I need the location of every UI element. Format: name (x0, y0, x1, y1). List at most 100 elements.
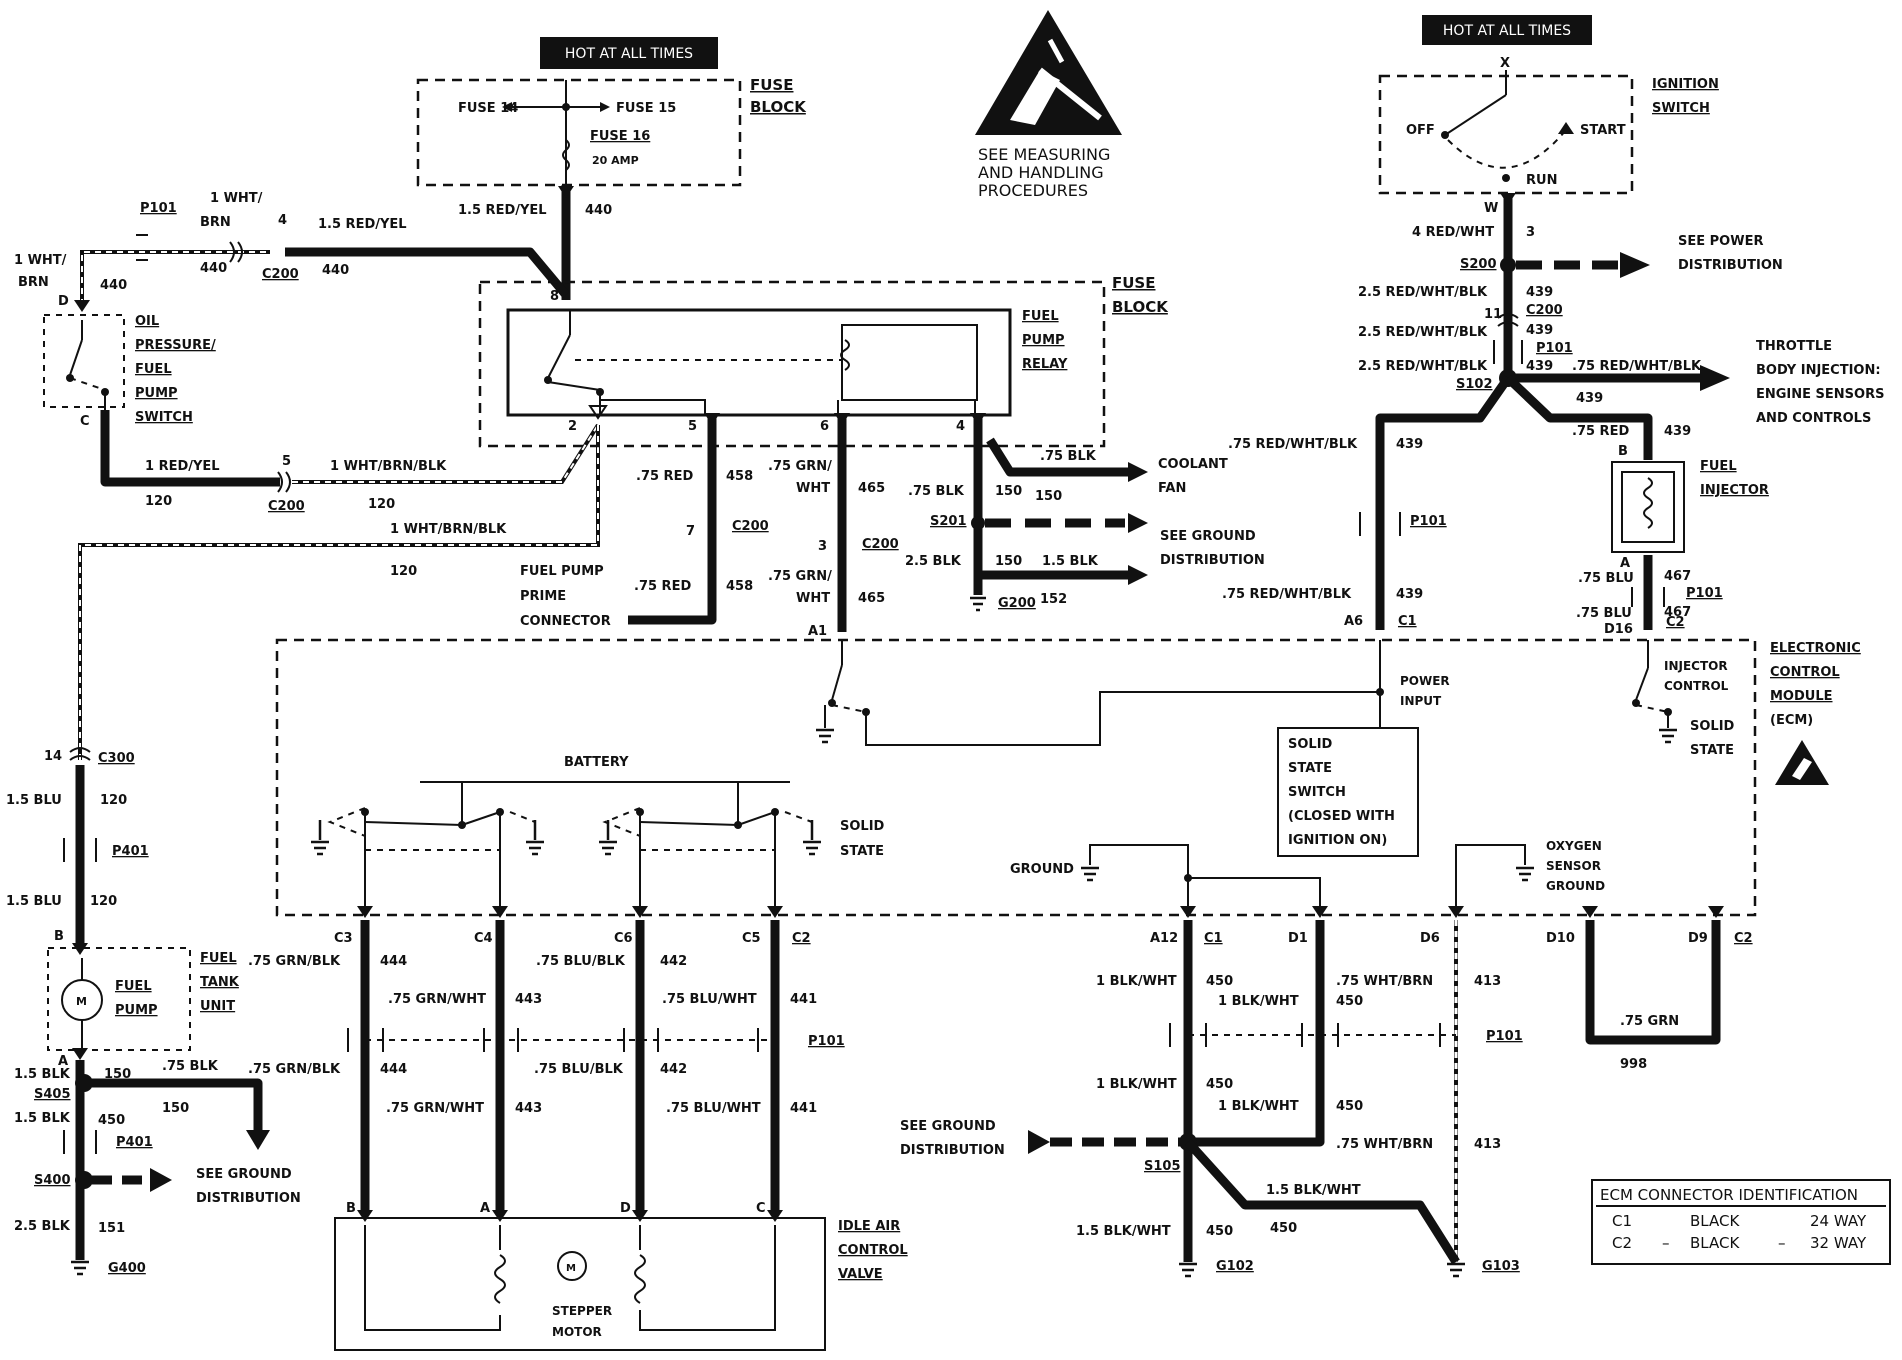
svg-text:8: 8 (550, 289, 559, 304)
ecm-module: ELECTRONIC CONTROL MODULE (ECM) (275, 638, 1861, 917)
svg-text:MODULE: MODULE (1770, 689, 1833, 704)
svg-text:P101: P101 (1410, 514, 1447, 529)
svg-text:442: 442 (660, 954, 687, 969)
svg-text:6: 6 (820, 419, 829, 434)
svg-text:P101: P101 (1486, 1029, 1523, 1044)
ecm-connector-legend: ECM CONNECTOR IDENTIFICATION C1 BLACK 24… (1591, 1179, 1891, 1265)
svg-text:1 BLK/WHT: 1 BLK/WHT (1218, 994, 1299, 1009)
svg-text:442: 442 (660, 1062, 687, 1077)
battery-label: BATTERY (564, 755, 629, 770)
svg-text:465: 465 (858, 591, 885, 606)
svg-text:.75 RED/WHT/BLK: .75 RED/WHT/BLK (1572, 359, 1702, 374)
svg-text:1.5 RED/YEL: 1.5 RED/YEL (458, 203, 547, 218)
fuel-pump-prime-connector: FUEL PUMP PRIME CONNECTOR (520, 564, 611, 629)
svg-text:FUEL: FUEL (200, 951, 237, 966)
svg-text:PUMP: PUMP (1022, 333, 1065, 348)
svg-text:STEPPER: STEPPER (552, 1304, 612, 1318)
svg-text:D9: D9 (1688, 931, 1708, 946)
svg-text:X: X (1500, 56, 1510, 71)
svg-text:5: 5 (282, 454, 291, 469)
svg-text:A12: A12 (1150, 931, 1178, 946)
svg-text:3: 3 (818, 539, 827, 554)
svg-text:WHT: WHT (796, 591, 830, 606)
svg-text:B: B (346, 1201, 356, 1216)
svg-text:3: 3 (1526, 225, 1535, 240)
svg-text:467: 467 (1664, 605, 1691, 620)
svg-text:SEE MEASURING: SEE MEASURING (978, 145, 1110, 164)
ground-g102: G102 (1179, 1259, 1254, 1278)
svg-text:1.5 BLU: 1.5 BLU (6, 894, 62, 909)
svg-text:C6: C6 (614, 931, 633, 946)
svg-text:A1: A1 (808, 624, 827, 639)
svg-text:.75 GRN/WHT: .75 GRN/WHT (388, 992, 486, 1007)
svg-text:(ECM): (ECM) (1770, 713, 1813, 728)
fuse15-label: FUSE 15 (616, 101, 676, 116)
svg-text:450: 450 (1336, 1099, 1363, 1114)
svg-text:4: 4 (956, 419, 965, 434)
svg-text:BRN: BRN (200, 215, 231, 230)
svg-text:IGNITION: IGNITION (1652, 77, 1719, 92)
svg-text:440: 440 (200, 261, 227, 276)
svg-text:SWITCH: SWITCH (1288, 785, 1346, 800)
svg-text:.75 BLK: .75 BLK (1040, 449, 1097, 464)
svg-text:2.5 BLK: 2.5 BLK (905, 554, 962, 569)
measuring-note: SEE MEASURING AND HANDLING PROCEDURES (978, 145, 1110, 200)
svg-text:COOLANT: COOLANT (1158, 457, 1228, 472)
svg-text:ENGINE SENSORS: ENGINE SENSORS (1756, 387, 1884, 402)
svg-text:W: W (1484, 201, 1498, 216)
svg-text:D6: D6 (1420, 931, 1440, 946)
svg-text:DISTRIBUTION: DISTRIBUTION (900, 1143, 1005, 1158)
svg-text:GROUND: GROUND (1010, 862, 1074, 877)
svg-text:IDLE AIR: IDLE AIR (838, 1219, 900, 1234)
svg-text:G400: G400 (108, 1261, 146, 1276)
svg-text:413: 413 (1474, 974, 1501, 989)
svg-text:SEE GROUND: SEE GROUND (900, 1119, 996, 1134)
svg-text:450: 450 (1206, 1077, 1233, 1092)
svg-text:150: 150 (104, 1067, 131, 1082)
svg-text:P401: P401 (112, 844, 149, 859)
svg-text:.75 RED: .75 RED (634, 579, 691, 594)
svg-text:OXYGEN: OXYGEN (1546, 839, 1602, 853)
idle-air-control-valve: M B A D C IDLE AIR CONTROL VALVE STEPPER… (334, 1201, 908, 1351)
svg-text:D16: D16 (1604, 622, 1633, 637)
svg-text:439: 439 (1526, 359, 1553, 374)
svg-text:P101: P101 (808, 1034, 845, 1049)
svg-text:2.5 RED/WHT/BLK: 2.5 RED/WHT/BLK (1358, 285, 1488, 300)
svg-text:150: 150 (162, 1101, 189, 1116)
svg-text:.75 BLU: .75 BLU (1578, 571, 1634, 586)
svg-text:151: 151 (98, 1221, 125, 1236)
svg-text:SWITCH: SWITCH (135, 410, 193, 425)
see-ground-distribution-2: SEE GROUND DISTRIBUTION (196, 1167, 301, 1206)
svg-text:SOLID: SOLID (840, 819, 885, 834)
svg-text:TANK: TANK (200, 975, 240, 990)
svg-text:.75 GRN: .75 GRN (1620, 1014, 1679, 1029)
svg-text:A: A (58, 1054, 68, 1069)
svg-text:444: 444 (380, 954, 407, 969)
svg-text:120: 120 (100, 793, 127, 808)
svg-text:HOT AT ALL TIMES: HOT AT ALL TIMES (1443, 23, 1571, 39)
svg-text:458: 458 (726, 579, 753, 594)
svg-text:STATE: STATE (1288, 761, 1332, 776)
svg-text:MOTOR: MOTOR (552, 1325, 602, 1339)
svg-text:CONTROL: CONTROL (1770, 665, 1840, 680)
svg-text:START: START (1580, 123, 1626, 138)
svg-text:1 WHT/BRN/BLK: 1 WHT/BRN/BLK (390, 522, 507, 537)
svg-text:D1: D1 (1288, 931, 1308, 946)
svg-text:.75 BLU/BLK: .75 BLU/BLK (536, 954, 626, 969)
svg-text:BLACK: BLACK (1690, 1234, 1740, 1252)
svg-text:ELECTRONIC: ELECTRONIC (1770, 641, 1861, 656)
svg-text:1 RED/YEL: 1 RED/YEL (145, 459, 220, 474)
svg-text:–: – (1778, 1234, 1786, 1252)
svg-text:POWER: POWER (1400, 674, 1450, 688)
svg-text:443: 443 (515, 1101, 542, 1116)
svg-text:DISTRIBUTION: DISTRIBUTION (1678, 258, 1783, 273)
svg-text:SOLID: SOLID (1288, 737, 1333, 752)
svg-text:120: 120 (145, 494, 172, 509)
see-power-distribution: SEE POWER DISTRIBUTION (1678, 234, 1783, 273)
svg-text:D: D (58, 294, 69, 309)
svg-text:SEE POWER: SEE POWER (1678, 234, 1763, 249)
legend-title: ECM CONNECTOR IDENTIFICATION (1600, 1186, 1858, 1204)
svg-text:DISTRIBUTION: DISTRIBUTION (196, 1191, 301, 1206)
svg-text:32 WAY: 32 WAY (1810, 1234, 1867, 1252)
svg-text:1.5 BLK: 1.5 BLK (1042, 554, 1099, 569)
